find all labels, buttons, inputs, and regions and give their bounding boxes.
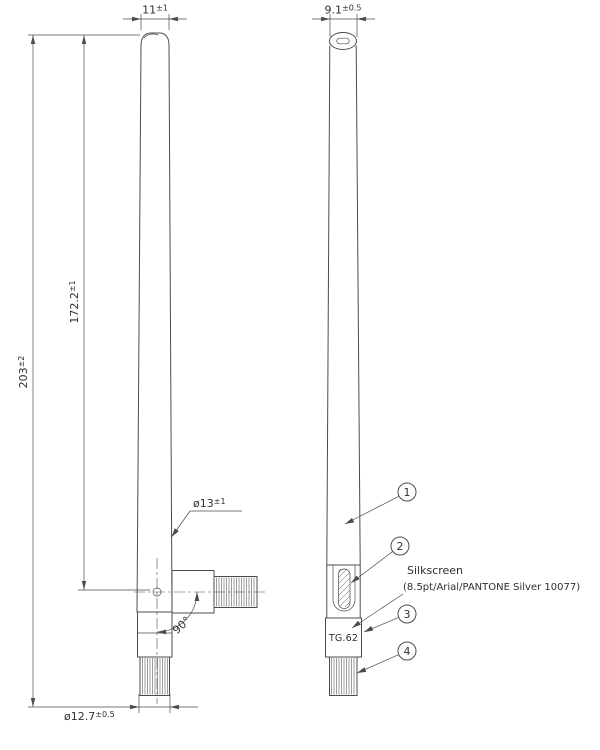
dim-body-diameter: ø13±1 — [171, 497, 242, 538]
dim-overall-height: 203±2 — [17, 34, 198, 708]
model-silkscreen-text: TG.62 — [328, 633, 358, 644]
left-view: 11±1 203±2 172.2±1 ø13±1 — [17, 4, 266, 723]
callout-1-number: 1 — [404, 486, 411, 499]
dim-body-diameter-label: ø13±1 — [193, 497, 226, 510]
callouts: 1 2 3 4 — [344, 482, 417, 674]
left-view-centerlines — [134, 558, 266, 704]
dim-tip-width-left-label: 11±1 — [142, 4, 168, 17]
callout-4: 4 — [356, 641, 417, 674]
callout-2: 2 — [350, 536, 410, 584]
callout-1: 1 — [344, 482, 417, 525]
silkscreen-note-title: Silkscreen — [407, 564, 463, 577]
callout-4-number: 4 — [404, 645, 411, 658]
dim-hinge-angle: 90° — [156, 591, 200, 637]
dim-connector-diameter: ø12.7±0.5 — [64, 694, 179, 723]
callout-2-number: 2 — [397, 540, 404, 553]
left-view-bottom-threads — [142, 658, 168, 695]
silkscreen-note: Silkscreen (8.5pt/Arial/PANTONE Silver 1… — [351, 564, 580, 629]
right-view-outline: TG.62 — [325, 32, 362, 696]
right-view: TG.62 9.1±0.5 — [312, 4, 375, 696]
dim-tip-width-right-label: 9.1±0.5 — [325, 4, 362, 17]
callout-3: 3 — [363, 604, 417, 633]
dim-hinge-angle-label: 90° — [170, 614, 193, 637]
right-view-threads — [331, 658, 355, 695]
callout-3-number: 3 — [404, 608, 411, 621]
dim-overall-height-label: 203±2 — [17, 356, 30, 389]
tip-cross-section — [329, 32, 357, 50]
dim-tip-width-right: 9.1±0.5 — [312, 4, 375, 37]
dim-tip-width-left: 11±1 — [123, 4, 187, 30]
hinge-slot-hatching — [338, 568, 351, 608]
dim-body-height-label: 172.2±1 — [68, 280, 81, 323]
dim-body-height: 172.2±1 — [68, 35, 150, 591]
silkscreen-note-spec: (8.5pt/Arial/PANTONE Silver 10077) — [403, 582, 580, 593]
dim-connector-diameter-label: ø12.7±0.5 — [64, 710, 115, 723]
